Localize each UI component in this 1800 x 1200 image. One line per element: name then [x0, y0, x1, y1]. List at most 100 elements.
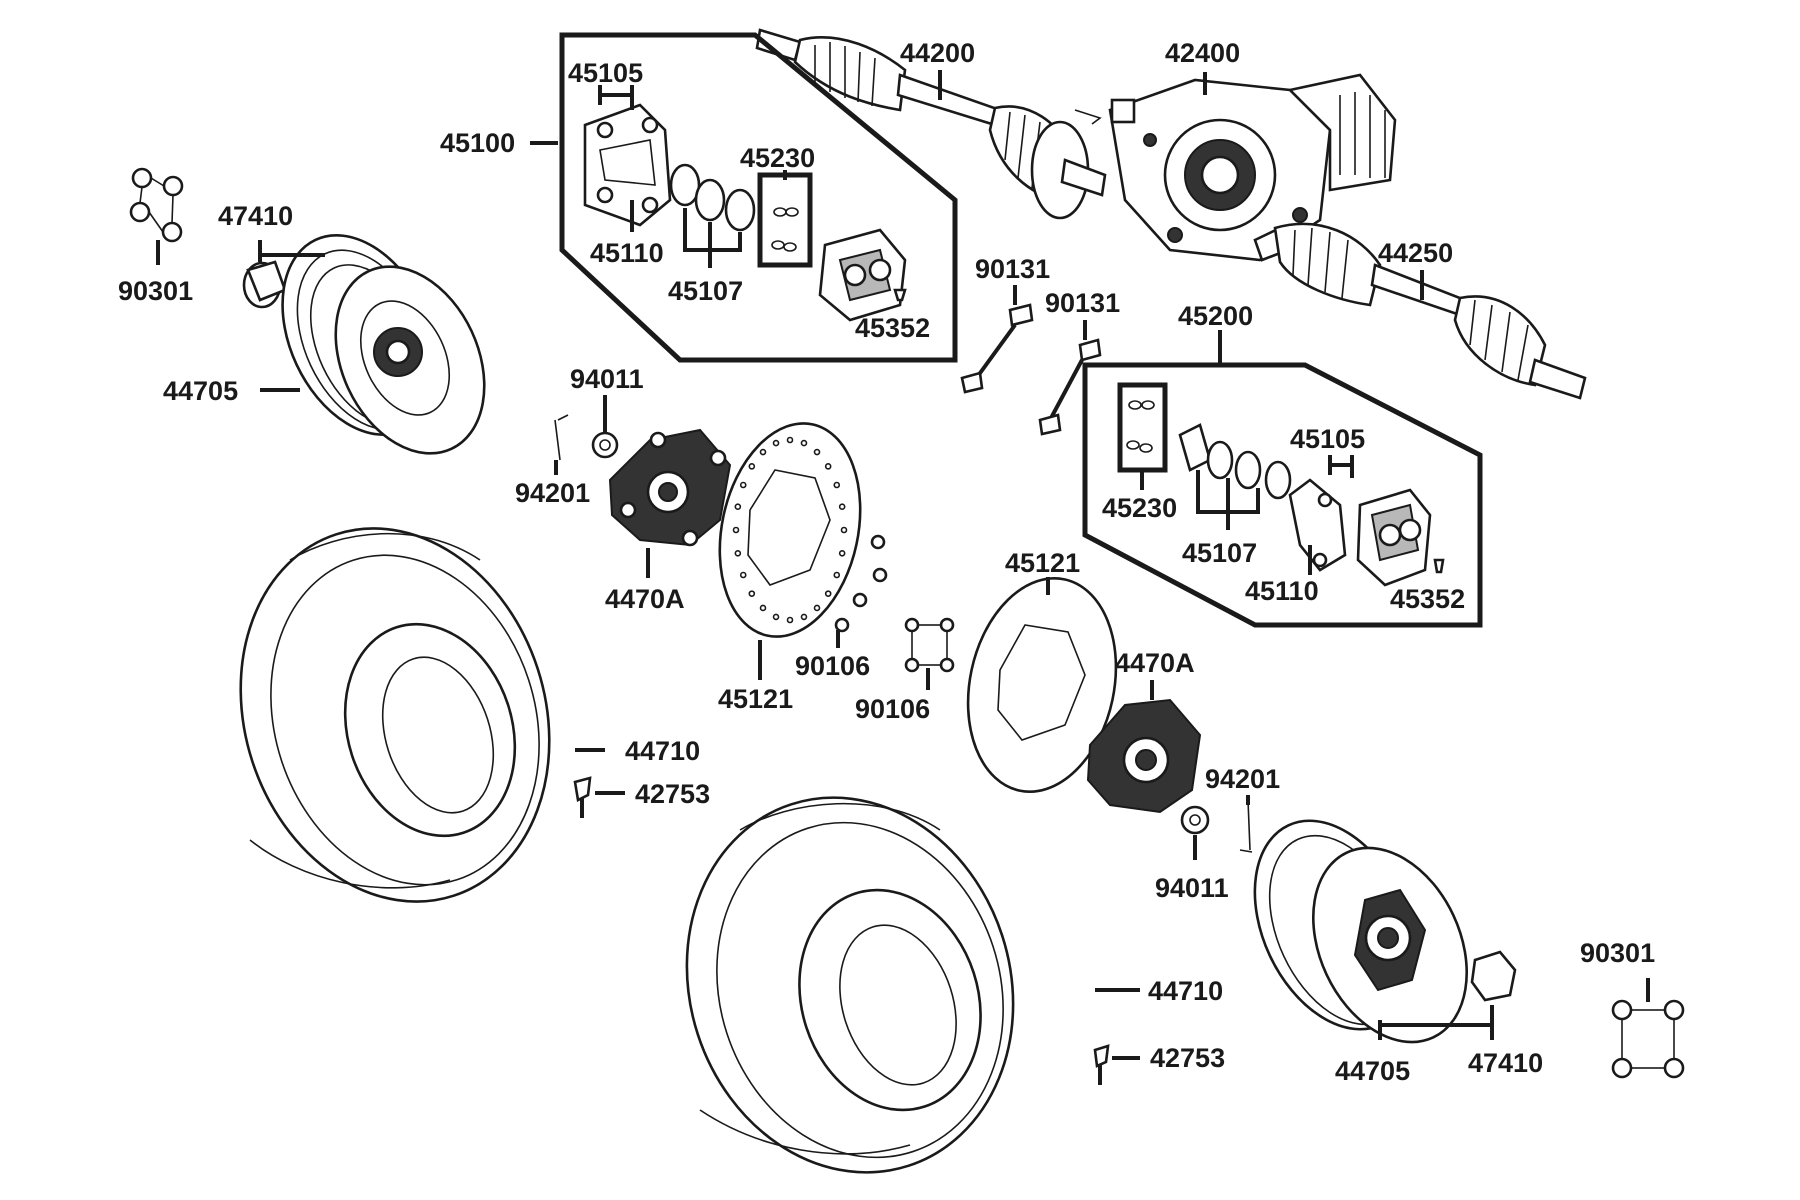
label-45110-b: 45110 — [1245, 576, 1319, 606]
label-42753-a: 42753 — [635, 779, 710, 809]
drive-shaft-44250 — [1253, 222, 1587, 400]
disc-hole — [840, 526, 848, 534]
disc-hole — [800, 613, 808, 621]
disc-hole — [813, 604, 821, 612]
disc-hole — [772, 613, 780, 621]
label-94011-a: 94011 — [570, 364, 644, 394]
label-45230-a: 45230 — [740, 143, 815, 173]
label-4470A-b: 4470A — [1115, 648, 1195, 678]
tire-44710b — [685, 796, 1015, 1174]
label-90131-b: 90131 — [1045, 288, 1120, 318]
disc-hole — [833, 571, 841, 579]
label-44705-a: 44705 — [163, 376, 238, 406]
bleeder-45352a — [893, 288, 907, 302]
label-90301-a: 90301 — [118, 276, 193, 306]
rim-44705a — [281, 234, 486, 455]
disc-hole — [786, 616, 794, 624]
label-42753-b: 42753 — [1150, 1043, 1225, 1073]
seal-kit-45230a — [757, 172, 813, 268]
disc-hole — [824, 463, 832, 470]
axle-nut-94011a — [591, 431, 619, 459]
group-outline-45100 — [559, 32, 958, 363]
label-45352-a: 45352 — [855, 313, 930, 343]
caliper-sleeve-45107 — [669, 163, 756, 232]
brake-caliper-a — [818, 228, 907, 322]
label-44705-b: 44705 — [1335, 1056, 1410, 1086]
brake-caliper-b — [1356, 488, 1432, 587]
group-outline-45200 — [1082, 362, 1483, 628]
link-rod-90131a — [960, 303, 1034, 394]
cotter-pin-94201b — [1239, 799, 1253, 853]
rim-44705b — [1253, 819, 1469, 1044]
disc-bolts-90106a — [834, 534, 888, 633]
label-45352-b: 45352 — [1390, 584, 1465, 614]
axle-nut-94011b — [1180, 805, 1210, 835]
label-4470A-a: 4470A — [605, 584, 685, 614]
disc-hole — [732, 526, 740, 534]
disc-hole — [813, 448, 821, 456]
disc-hole — [800, 439, 808, 447]
disc-hole — [838, 503, 846, 511]
caliper-bracket-45100 — [583, 103, 672, 227]
disc-bolts-90106b — [904, 617, 955, 673]
label-45230-b: 45230 — [1102, 493, 1177, 523]
wheel-hub-4470Aa — [608, 428, 732, 547]
disc-hole — [748, 463, 756, 470]
label-45200: 45200 — [1178, 301, 1253, 331]
label-45110-a: 45110 — [590, 238, 664, 268]
upper-lug-nuts-90301a — [129, 167, 184, 243]
disc-hole — [759, 448, 767, 456]
label-45107-b: 45107 — [1182, 538, 1257, 568]
leader-lines — [156, 70, 1650, 1060]
brake-disc-45121b — [966, 577, 1118, 793]
drive-shaft-44200 — [755, 28, 1107, 220]
label-45121-a: 45121 — [718, 684, 793, 714]
part-number-labels: 45105 44200 42400 45100 45230 47410 9030… — [118, 38, 1655, 1086]
link-rod-90131b — [1038, 338, 1102, 436]
cotter-pin-94201a — [554, 414, 569, 461]
disc-hole — [734, 549, 742, 557]
label-45105-b: 45105 — [1290, 424, 1365, 454]
valve-stem-42753a — [573, 776, 592, 818]
disc-hole — [759, 604, 767, 612]
label-44200: 44200 — [900, 38, 975, 68]
tire-44710a — [239, 527, 551, 903]
disc-hole — [734, 503, 742, 511]
label-45121-b: 45121 — [1005, 548, 1080, 578]
label-45107-a: 45107 — [668, 276, 743, 306]
label-47410-a: 47410 — [218, 201, 293, 231]
disc-hole — [739, 481, 747, 489]
label-44710-b: 44710 — [1148, 976, 1223, 1006]
disc-hole — [748, 590, 756, 597]
seal-kit-45230b — [1117, 382, 1168, 473]
label-45100: 45100 — [440, 128, 515, 158]
label-90106-a: 90106 — [795, 651, 870, 681]
differential-42400 — [1074, 73, 1397, 262]
label-90131-a: 90131 — [975, 254, 1050, 284]
hub-cap-47410a — [242, 260, 287, 309]
disc-hole — [786, 436, 794, 444]
wheel-hub-4470Ab — [1086, 698, 1202, 814]
label-94201-b: 94201 — [1205, 764, 1280, 794]
caliper-sleeve-45107b — [1178, 423, 1292, 500]
label-94201-a: 94201 — [515, 478, 590, 508]
disc-hole — [824, 590, 832, 597]
label-47410-b: 47410 — [1468, 1048, 1543, 1078]
label-44710-a: 44710 — [625, 736, 700, 766]
disc-hole — [739, 571, 747, 579]
caliper-bracket-45110b — [1288, 478, 1347, 572]
bleeder-45352b — [1433, 558, 1445, 574]
disc-hole — [833, 481, 841, 489]
hub-cap-47410b — [1470, 950, 1517, 1002]
brake-disc-45121a — [718, 422, 862, 638]
disc-hole — [772, 439, 780, 447]
label-90106-b: 90106 — [855, 694, 930, 724]
disc-hole — [838, 549, 846, 557]
lower-lug-nuts-90301b — [1611, 999, 1685, 1079]
label-42400: 42400 — [1165, 38, 1240, 68]
label-45105-a: 45105 — [568, 58, 643, 88]
label-90301-b: 90301 — [1580, 938, 1655, 968]
label-94011-b: 94011 — [1155, 873, 1229, 903]
valve-stem-42753b — [1093, 1044, 1110, 1085]
